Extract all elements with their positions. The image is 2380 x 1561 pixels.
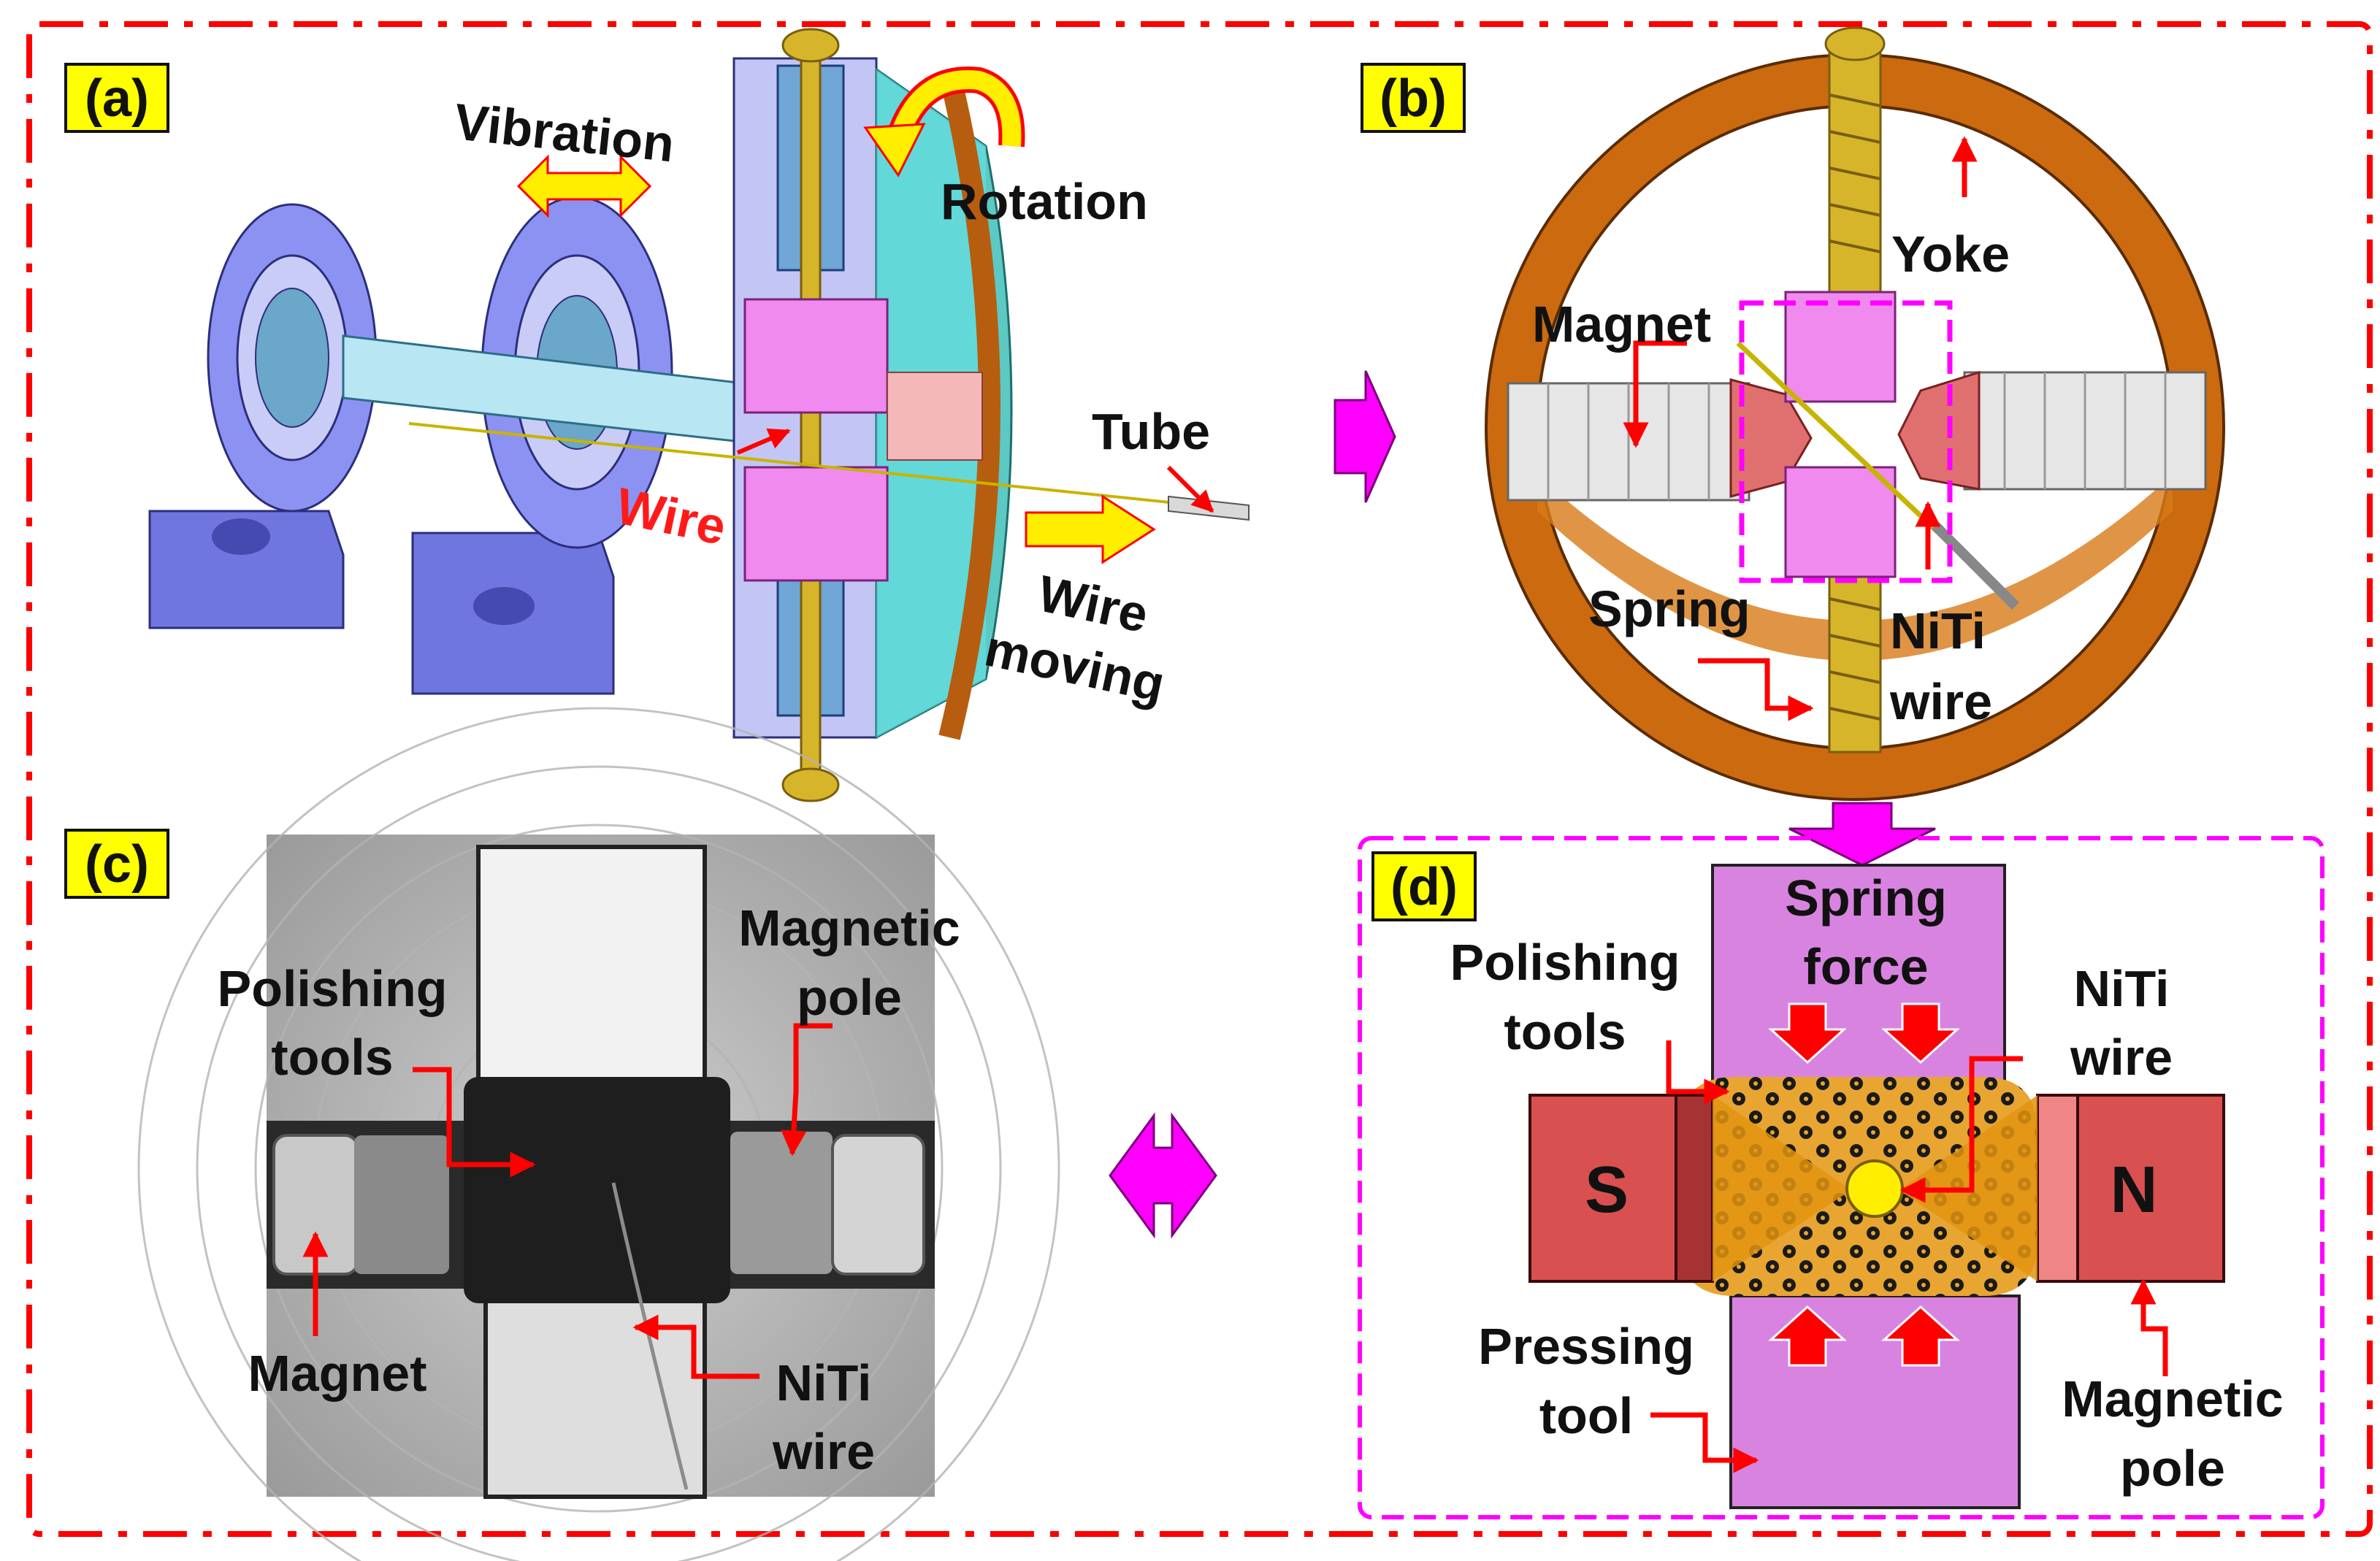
flow-arrow-a-to-b — [1334, 370, 1396, 503]
polishing-d-label-2: tools — [1504, 1003, 1626, 1060]
magnet-b-bottom — [1784, 466, 1897, 578]
magnet-c-label: Magnet — [248, 1345, 427, 1402]
pressing-d-label-1: Pressing — [1478, 1318, 1694, 1375]
vibration-arrow — [516, 154, 652, 218]
rotation-label: Rotation — [941, 173, 1148, 230]
panel-a-illustration — [148, 28, 1250, 802]
outer-frame — [26, 21, 2373, 1537]
panel-c-tag: (c) — [85, 835, 149, 894]
niti-d-label-1: NiTi — [2074, 960, 2170, 1017]
flow-arrow-b-to-d — [1788, 802, 1936, 867]
niti-d-pointer — [1899, 1056, 2023, 1203]
spring-force-label-2: force — [1803, 938, 1928, 995]
magnet-top — [743, 298, 889, 414]
n-pole-label: N — [2111, 1154, 2158, 1227]
magnet-bottom — [743, 466, 889, 582]
magnetic-c-label-1: Magnetic — [738, 900, 960, 956]
niti-b-label-1: NiTi — [1890, 602, 1986, 659]
magnetic-d-label-1: Magnetic — [2062, 1370, 2283, 1427]
tube-label: Tube — [1092, 403, 1210, 460]
panel-d-border — [1358, 836, 2324, 1519]
s-pole-block — [1528, 1094, 1677, 1283]
spring-force-label-1: Spring — [1785, 870, 1947, 927]
wire-pointer-arrow — [736, 428, 791, 455]
force-arrow-down-2 — [1881, 1002, 1960, 1065]
wire-label: Wire — [611, 477, 731, 556]
magnet-b-pointer — [1623, 340, 1687, 448]
pressing-tool-block — [1729, 1295, 2021, 1509]
flow-arrow-c-d — [1109, 1112, 1217, 1239]
pressing-d-label-2: tool — [1539, 1387, 1633, 1444]
magnetic-d-label-2: pole — [2120, 1440, 2225, 1497]
panel-b-tag-box — [1361, 63, 1466, 133]
magnet-b-label: Magnet — [1532, 296, 1711, 353]
panel-d-tag: (d) — [1390, 858, 1458, 916]
vibration-label: Vibration — [451, 93, 677, 172]
force-arrow-up-2 — [1881, 1305, 1960, 1367]
niti-wire-circle — [1845, 1159, 1904, 1218]
wire-line — [408, 422, 1184, 505]
yoke-edge — [938, 70, 1000, 740]
s-pole-label: S — [1585, 1154, 1629, 1227]
niti-c-label-1: NiTi — [776, 1354, 872, 1411]
panel-d-illustration — [1528, 864, 2225, 1509]
pressing-d-pointer — [1650, 1412, 1759, 1473]
spring-label: Spring — [1588, 580, 1750, 637]
force-arrow-down-1 — [1768, 1002, 1847, 1065]
tube-pointer-arrow — [1166, 465, 1214, 513]
niti-c-label-2: wire — [772, 1423, 875, 1480]
magnetic-c-label-2: pole — [797, 969, 902, 1026]
panel-c-tag-box — [64, 829, 169, 899]
rotation-arrow — [863, 66, 1025, 177]
magnet-b-top — [1784, 291, 1897, 403]
polishing-d-label-1: Polishing — [1450, 934, 1680, 991]
polishing-c-label-2: tools — [271, 1029, 393, 1086]
polishing-c-label-1: Polishing — [218, 960, 448, 1017]
panel-b-tag: (b) — [1380, 69, 1447, 128]
spring-lower — [1828, 561, 1882, 753]
force-arrow-up-1 — [1768, 1305, 1847, 1367]
magnetic-d-pointer — [2130, 1278, 2168, 1376]
niti-c-pointer — [632, 1314, 759, 1379]
spring-pointer — [1698, 658, 1814, 721]
spring-force-block — [1711, 864, 2006, 1082]
magnetic-c-pointer — [781, 1023, 833, 1157]
panel-a-tag: (a) — [85, 69, 149, 128]
highlight-box — [1739, 300, 1953, 583]
pillow-block-left — [148, 203, 378, 629]
wire-moving-arrow — [1025, 494, 1156, 564]
niti-b-label-2: wire — [1889, 673, 1992, 730]
panel-a-tag-box — [64, 63, 169, 133]
panel-d-tag-box — [1371, 851, 1477, 921]
spring-upper — [1828, 39, 1882, 319]
polishing-d-pointer — [1666, 1040, 1730, 1105]
yoke-label: Yoke — [1891, 226, 2010, 283]
niti-d-label-2: wire — [2070, 1029, 2173, 1086]
panel-b-illustration — [1485, 26, 2225, 801]
panel-c-photo — [137, 707, 1060, 1561]
polishing-c-pointer — [413, 1067, 536, 1178]
